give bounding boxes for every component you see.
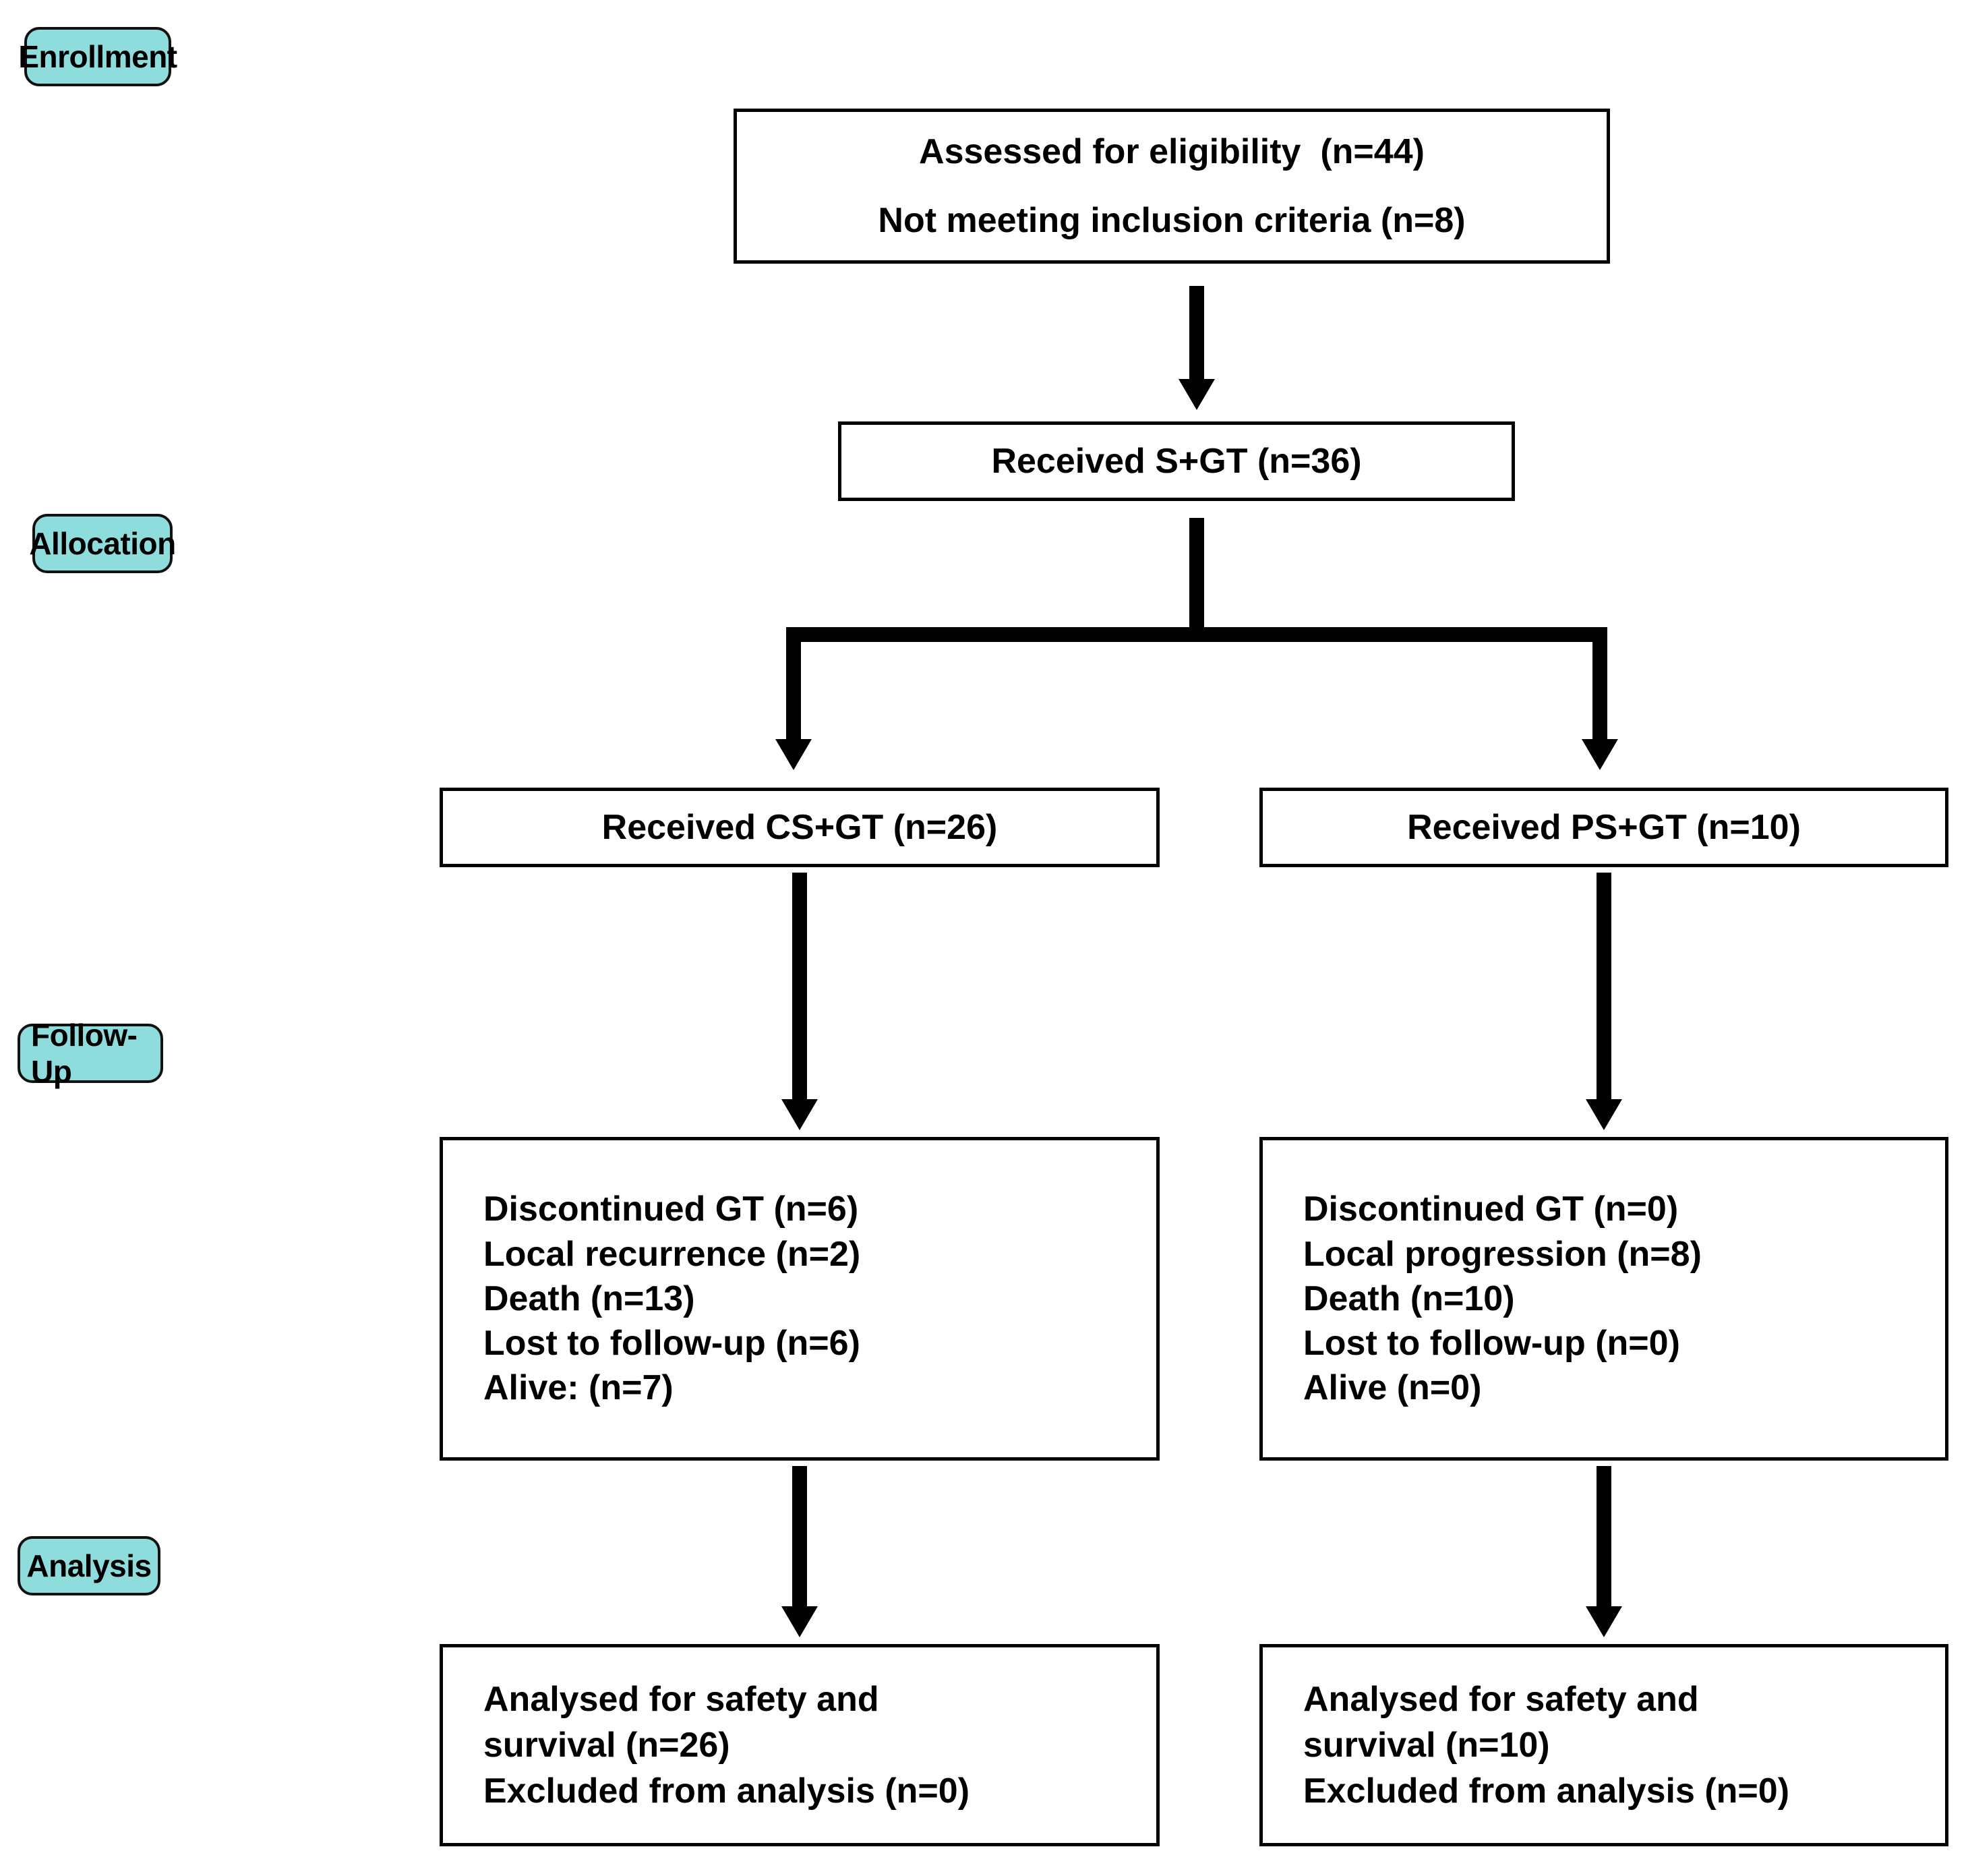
stage-badge-label: Follow-Up: [31, 1018, 138, 1089]
box-line-assessed: Assessed for eligibility (n=44): [919, 131, 1425, 171]
connector-allocation-crossbar: [786, 627, 1607, 642]
arrowhead-eligibility-to-received: [1179, 379, 1215, 410]
arrowhead-allocation-left: [775, 739, 812, 770]
box-line-received-psgt: Received PS+GT (n=10): [1407, 807, 1801, 847]
box-analysis-csgt: Analysed for safety and survival (n=26) …: [440, 1644, 1160, 1846]
arrowhead-followup-to-analysis-left: [781, 1606, 818, 1637]
analysis-line-excluded: Excluded from analysis (n=0): [483, 1771, 970, 1811]
stage-badge-label: Enrollment: [18, 39, 177, 74]
arrowhead-followup-to-analysis-right: [1586, 1606, 1622, 1637]
box-line-received-sgt: Received S+GT (n=36): [991, 441, 1362, 481]
analysis-line-analysed-2: survival (n=10): [1303, 1725, 1550, 1765]
analysis-line-analysed-1: Analysed for safety and: [1303, 1679, 1699, 1719]
stage-badge-analysis: Analysis: [18, 1536, 160, 1595]
box-analysis-psgt: Analysed for safety and survival (n=10) …: [1259, 1644, 1948, 1846]
box-assessed-for-eligibility: Assessed for eligibility (n=44) Not meet…: [734, 109, 1610, 264]
stage-badge-label: Allocation: [29, 526, 176, 561]
followup-line-local-recurrence: Local recurrence (n=2): [483, 1234, 861, 1274]
box-line-not-meeting-criteria: Not meeting inclusion criteria (n=8): [878, 201, 1466, 240]
box-received-csgt: Received CS+GT (n=26): [440, 788, 1160, 867]
followup-line-alive: Alive (n=0): [1303, 1368, 1482, 1408]
box-received-sgt: Received S+GT (n=36): [838, 421, 1515, 501]
followup-line-lost-to-followup: Lost to follow-up (n=6): [483, 1324, 860, 1364]
box-followup-csgt: Discontinued GT (n=6) Local recurrence (…: [440, 1137, 1160, 1461]
connector-followup-to-analysis-right: [1597, 1466, 1611, 1608]
stage-badge-label: Analysis: [26, 1548, 152, 1583]
connector-allocation-stem: [1189, 518, 1204, 635]
connector-allocation-left-drop: [786, 627, 801, 740]
connector-allocation-right-drop: [1592, 627, 1607, 740]
followup-line-alive: Alive: (n=7): [483, 1368, 674, 1408]
arrowhead-psgt-to-followup: [1586, 1099, 1622, 1130]
followup-line-discontinued: Discontinued GT (n=6): [483, 1190, 859, 1229]
connector-psgt-to-followup: [1597, 873, 1611, 1101]
analysis-line-analysed-2: survival (n=26): [483, 1725, 730, 1765]
stage-badge-allocation: Allocation: [29, 514, 176, 573]
analysis-line-analysed-1: Analysed for safety and: [483, 1679, 879, 1719]
box-received-psgt: Received PS+GT (n=10): [1259, 788, 1948, 867]
connector-eligibility-to-received: [1189, 286, 1204, 380]
followup-line-local-progression: Local progression (n=8): [1303, 1234, 1702, 1274]
stage-badge-followup: Follow-Up: [18, 1018, 163, 1089]
followup-line-death: Death (n=10): [1303, 1279, 1515, 1318]
followup-line-discontinued: Discontinued GT (n=0): [1303, 1190, 1679, 1229]
arrowhead-csgt-to-followup: [781, 1099, 818, 1130]
analysis-line-excluded: Excluded from analysis (n=0): [1303, 1771, 1790, 1811]
box-line-received-csgt: Received CS+GT (n=26): [601, 807, 998, 847]
arrowhead-allocation-right: [1582, 739, 1618, 770]
stage-badge-enrollment: Enrollment: [18, 27, 177, 86]
followup-line-lost-to-followup: Lost to follow-up (n=0): [1303, 1324, 1680, 1364]
connector-followup-to-analysis-left: [792, 1466, 807, 1608]
box-followup-psgt: Discontinued GT (n=0) Local progression …: [1259, 1137, 1948, 1461]
followup-line-death: Death (n=13): [483, 1279, 695, 1318]
connector-csgt-to-followup: [792, 873, 807, 1101]
